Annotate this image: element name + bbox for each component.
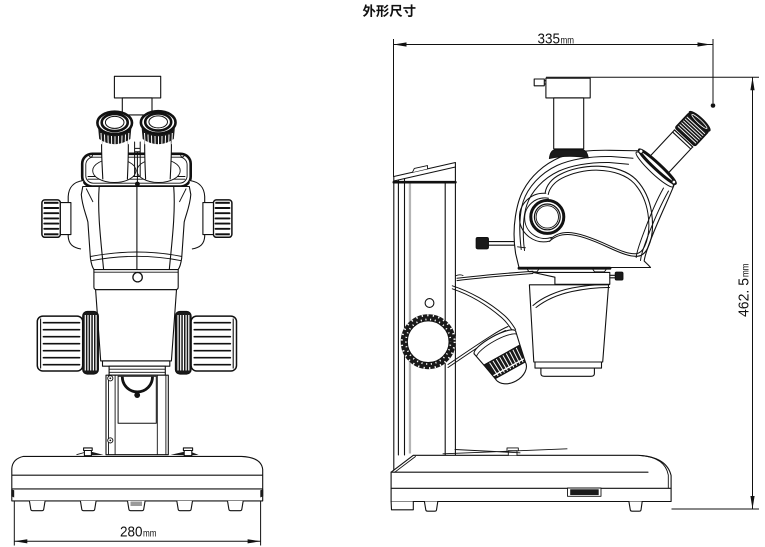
svg-text:mm: mm bbox=[741, 264, 752, 278]
svg-text:mm: mm bbox=[561, 36, 575, 47]
svg-text:mm: mm bbox=[143, 528, 157, 539]
svg-text:462. 5: 462. 5 bbox=[737, 278, 753, 317]
svg-text:280: 280 bbox=[120, 524, 143, 540]
svg-text:335: 335 bbox=[538, 32, 561, 48]
